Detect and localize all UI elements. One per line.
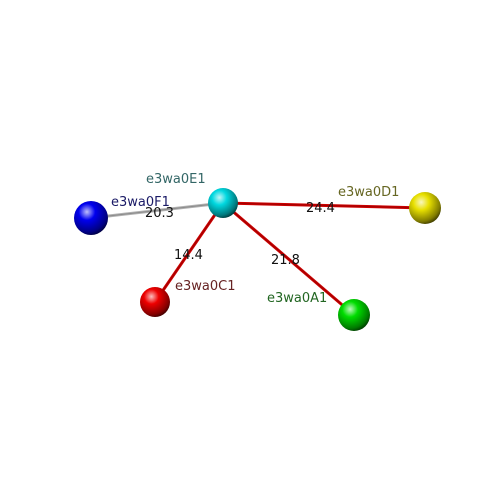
edge-label: 14.4 [174,248,203,263]
edge-shade-e3wa0E1-e3wa0C1 [154,202,224,303]
node-label-e3wa0C1: e3wa0C1 [175,279,236,294]
node-e3wa0E1[interactable] [208,188,238,218]
edge-label: 21.8 [271,253,300,268]
edge-labels-layer: 20.3 24.4 14.4 21.8 [145,201,335,268]
node-e3wa0C1[interactable] [140,287,170,317]
nodes-layer [74,188,441,331]
node-e3wa0D1[interactable] [409,192,441,224]
edge-label: 24.4 [306,201,335,216]
node-label-e3wa0E1: e3wa0E1 [146,172,206,187]
edge-shade-e3wa0E1-e3wa0D1 [222,202,426,209]
node-label-e3wa0F1: e3wa0F1 [111,195,170,210]
edge-label: 20.3 [145,206,174,221]
node-labels-layer: e3wa0E1 e3wa0F1 e3wa0D1 e3wa0C1 e3wa0A1 [111,172,399,306]
edge-shade-e3wa0E1-e3wa0A1 [222,202,355,316]
node-label-e3wa0D1: e3wa0D1 [338,185,399,200]
edge-shade-e3wa0E1-e3wa0F1 [90,202,224,219]
node-e3wa0A1[interactable] [338,299,370,331]
node-label-e3wa0A1: e3wa0A1 [267,291,327,306]
node-e3wa0F1[interactable] [74,201,108,235]
edges-layer [89,201,427,317]
